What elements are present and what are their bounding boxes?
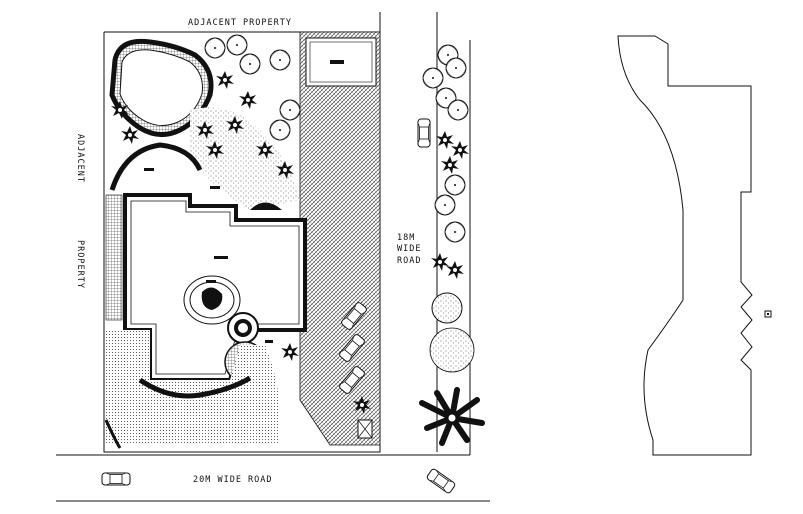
- right-road-label-2: WIDE: [397, 244, 421, 254]
- bottom-road-label: 20M WIDE ROAD: [193, 475, 273, 485]
- house-footprint: [123, 193, 307, 382]
- right-road-label: 18M WIDE ROAD: [397, 233, 421, 266]
- left-label-word1: ADJACENT: [75, 134, 85, 183]
- planter-band: [109, 142, 220, 191]
- paved-driveway: [299, 31, 381, 446]
- garden-cluster: [111, 34, 301, 210]
- top-label: ADJACENT PROPERTY: [188, 18, 292, 28]
- lawn-area: [104, 330, 280, 449]
- right-road: [417, 12, 485, 455]
- left-label: ADJACENT PROPERTY: [75, 134, 85, 289]
- garage-block: [305, 37, 377, 87]
- left-label-word2: PROPERTY: [75, 240, 85, 289]
- parked-cars: [337, 300, 373, 439]
- fountain: [183, 275, 241, 325]
- right-road-label-3: ROAD: [397, 256, 421, 266]
- swimming-pool: [109, 38, 214, 137]
- right-road-label-1: 18M: [397, 233, 415, 243]
- adjacent-plot-outline: [617, 35, 772, 456]
- bottom-road: [56, 454, 490, 502]
- side-path: [105, 194, 123, 321]
